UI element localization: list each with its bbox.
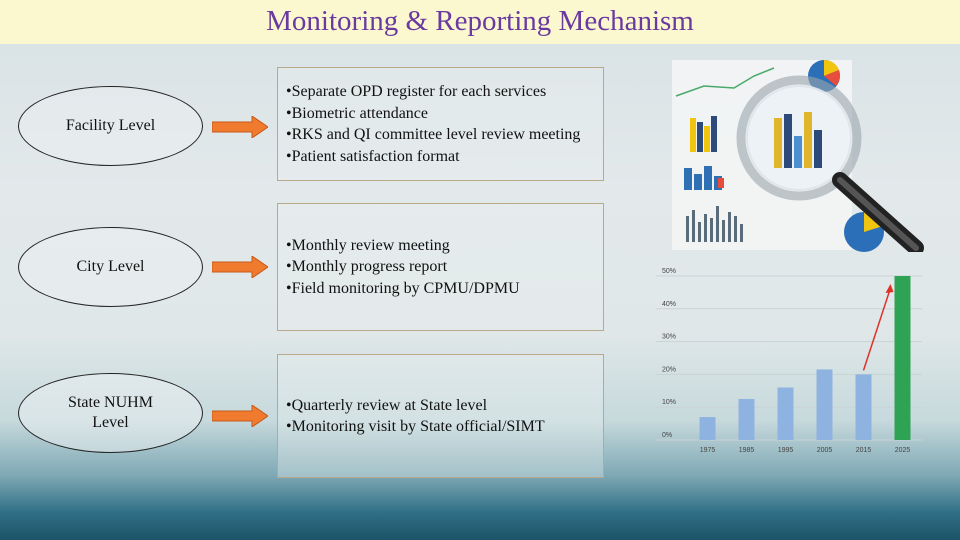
- y-tick-label: 40%: [662, 301, 676, 308]
- level-ellipse-state: State NUHM Level: [18, 373, 203, 453]
- facility-activities-box: Separate OPD register for each services …: [277, 67, 604, 181]
- arrow-right-icon: [212, 405, 268, 427]
- x-tick-label: 2015: [856, 447, 872, 454]
- list-item: Separate OPD register for each services: [286, 81, 595, 103]
- level-label: State NUHM Level: [68, 394, 153, 431]
- bar: [855, 374, 872, 440]
- bar: [816, 369, 833, 440]
- list-item: Monitoring visit by State official/SIMT: [286, 416, 595, 438]
- list-item: Patient satisfaction format: [286, 146, 595, 168]
- y-tick-label: 50%: [662, 268, 676, 275]
- list-item: Monthly progress report: [286, 256, 595, 278]
- y-tick-label: 20%: [662, 366, 676, 373]
- x-tick-label: 1995: [778, 447, 794, 454]
- chart-bars: [699, 276, 911, 440]
- list-item: Quarterly review at State level: [286, 395, 595, 417]
- level-ellipse-facility: Facility Level: [18, 86, 203, 166]
- trend-arrow-head: [885, 284, 894, 293]
- chart-yticks: 0% 10% 20% 30% 40% 50%: [662, 268, 676, 439]
- level-label: Facility Level: [65, 117, 156, 134]
- title-bar: Monitoring & Reporting Mechanism: [0, 0, 960, 44]
- x-tick-label: 2005: [817, 447, 833, 454]
- city-activities-box: Monthly review meeting Monthly progress …: [277, 203, 604, 331]
- list-item: Biometric attendance: [286, 103, 595, 125]
- list-item: RKS and QI committee level review meetin…: [286, 124, 595, 146]
- chart-trend: [862, 284, 894, 371]
- page-title: Monitoring & Reporting Mechanism: [266, 5, 694, 37]
- y-tick-label: 0%: [662, 432, 672, 439]
- y-tick-label: 10%: [662, 399, 676, 406]
- level-label: City Level: [76, 258, 145, 275]
- arrow-right-icon: [212, 116, 268, 138]
- bar: [699, 417, 716, 440]
- chart-xticks: 1975 1985 1995 2005 2015 2025: [700, 447, 911, 454]
- bar: [738, 399, 755, 440]
- list-item: Monthly review meeting: [286, 235, 595, 257]
- x-tick-label: 2025: [895, 447, 911, 454]
- bar: [777, 387, 794, 440]
- list-item: Field monitoring by CPMU/DPMU: [286, 278, 595, 300]
- arrow-right-icon: [212, 256, 268, 278]
- growth-bar-chart: 0% 10% 20% 30% 40% 50% 1975 1985 1995 2005 2015 20…: [656, 268, 922, 454]
- y-tick-label: 30%: [662, 334, 676, 341]
- x-tick-label: 1985: [739, 447, 755, 454]
- bar: [894, 276, 911, 440]
- level-ellipse-city: City Level: [18, 227, 203, 307]
- trend-arrow-line: [862, 287, 892, 371]
- state-activities-box: Quarterly review at State level Monitori…: [277, 354, 604, 478]
- magnifying-glass-charts-image: [672, 59, 924, 252]
- x-tick-label: 1975: [700, 447, 716, 454]
